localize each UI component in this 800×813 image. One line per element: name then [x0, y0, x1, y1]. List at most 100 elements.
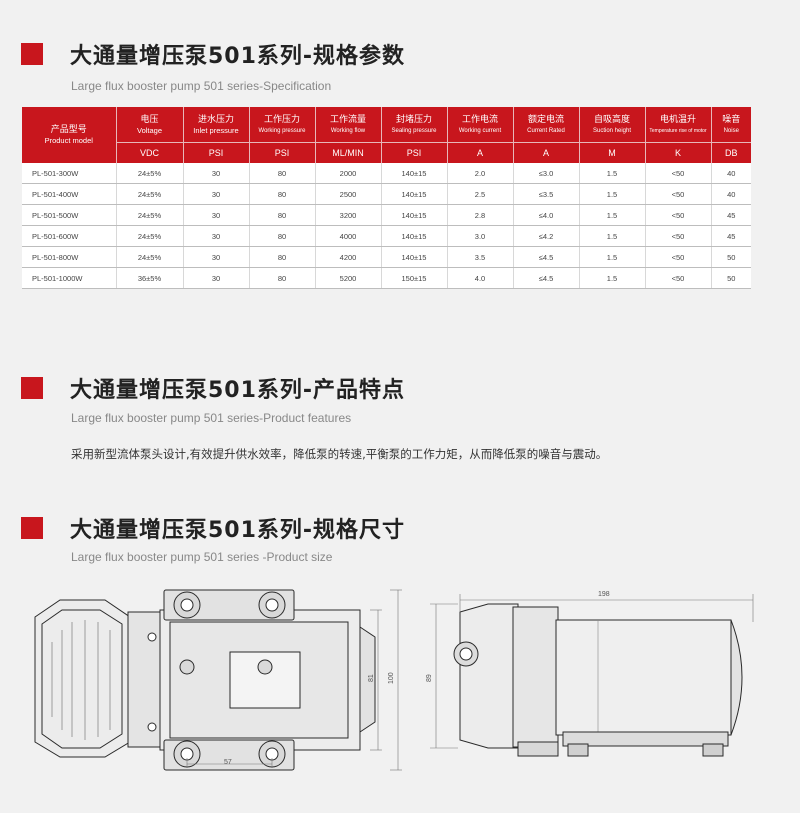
table-cell: 50 [711, 246, 751, 268]
table-cell: <50 [645, 246, 712, 268]
table-cell: 40 [711, 163, 751, 184]
table-cell: 2.8 [447, 204, 514, 226]
table-cell: 4000 [315, 225, 382, 247]
table-cell: 1.5 [579, 163, 646, 184]
table-cell: <50 [645, 225, 712, 247]
table-cell: ≤4.5 [513, 267, 580, 289]
table-cell: <50 [645, 267, 712, 289]
table-cell: ≤4.0 [513, 204, 580, 226]
table-cell: 24±5% [116, 163, 184, 184]
model-cell: PL-501-500W [22, 204, 117, 226]
features-subtitle: Large flux booster pump 501 series-Produ… [71, 411, 352, 425]
table-cell: 80 [249, 225, 316, 247]
table-cell: 1.5 [579, 225, 646, 247]
spec-subtitle: Large flux booster pump 501 series-Speci… [71, 79, 332, 93]
table-cell: 140±15 [381, 183, 448, 205]
table-cell: 24±5% [116, 183, 184, 205]
table-cell: ≤3.0 [513, 163, 580, 184]
table-cell: 3200 [315, 204, 382, 226]
table-cell: 140±15 [381, 225, 448, 247]
table-cell: ≤4.5 [513, 246, 580, 268]
dimension-label: 57 [224, 759, 232, 766]
table-cell: 30 [183, 204, 250, 226]
table-cell: 140±15 [381, 204, 448, 226]
table-cell: ≤4.2 [513, 225, 580, 247]
table-cell: 140±15 [381, 163, 448, 184]
size-title: 大通量增压泵501系列-规格尺寸 [70, 518, 406, 543]
model-cell: PL-501-600W [22, 225, 117, 247]
table-cell: 30 [183, 225, 250, 247]
spec-title: 大通量增压泵501系列-规格参数 [70, 44, 406, 69]
dimension-label: 100 [388, 672, 395, 684]
table-cell: 80 [249, 246, 316, 268]
features-description: 采用新型流体泵头设计,有效提升供水效率，降低泵的转速,平衡泵的工作力矩，从而降低… [71, 447, 608, 461]
table-cell: 45 [711, 225, 751, 247]
unit-cell: PSI [183, 142, 250, 163]
unit-cell: A [447, 142, 514, 163]
unit-cell: M [579, 142, 646, 163]
table-cell: 4200 [315, 246, 382, 268]
pump-side-view-drawing: 198 89 [426, 591, 754, 757]
table-cell: 45 [711, 204, 751, 226]
section-marker [21, 43, 43, 65]
features-title: 大通量增压泵501系列-产品特点 [70, 378, 406, 403]
model-cell: PL-501-800W [22, 246, 117, 268]
dimension-label: 198 [598, 591, 610, 598]
unit-cell: K [645, 142, 712, 163]
table-cell: ≤3.5 [513, 183, 580, 205]
table-cell: 2000 [315, 163, 382, 184]
unit-cell: A [513, 142, 580, 163]
model-cell: PL-501-1000W [22, 267, 117, 289]
table-cell: 24±5% [116, 246, 184, 268]
table-cell: 1.5 [579, 204, 646, 226]
table-cell: 2500 [315, 183, 382, 205]
table-cell: 30 [183, 246, 250, 268]
table-cell: 80 [249, 267, 316, 289]
table-cell: 3.5 [447, 246, 514, 268]
dimension-label: 89 [426, 674, 433, 682]
table-cell: 24±5% [116, 225, 184, 247]
table-cell: 24±5% [116, 204, 184, 226]
size-subtitle: Large flux booster pump 501 series -Prod… [71, 550, 333, 564]
unit-cell: PSI [249, 142, 316, 163]
table-cell: 80 [249, 183, 316, 205]
table-cell: 40 [711, 183, 751, 205]
table-cell: 2.0 [447, 163, 514, 184]
table-cell: 80 [249, 163, 316, 184]
table-cell: 140±15 [381, 246, 448, 268]
unit-cell: DB [711, 142, 751, 163]
unit-cell: ML/MIN [315, 142, 382, 163]
table-cell: 30 [183, 163, 250, 184]
table-cell: 4.0 [447, 267, 514, 289]
model-cell: PL-501-400W [22, 183, 117, 205]
table-cell: 36±5% [116, 267, 184, 289]
table-cell: 3.0 [447, 225, 514, 247]
table-unit-row: VDC PSI PSI ML/MIN PSI A A M K DB [22, 142, 751, 163]
table-cell: 50 [711, 267, 751, 289]
pump-top-view-drawing: 81 100 57 [34, 589, 402, 771]
table-cell: <50 [645, 204, 712, 226]
table-cell: 80 [249, 204, 316, 226]
table-cell: 1.5 [579, 183, 646, 205]
table-cell: 1.5 [579, 267, 646, 289]
table-cell: 30 [183, 183, 250, 205]
table-cell: 30 [183, 267, 250, 289]
section-marker [21, 377, 43, 399]
table-cell: 150±15 [381, 267, 448, 289]
model-cell: PL-501-300W [22, 163, 117, 184]
table-cell: 2.5 [447, 183, 514, 205]
